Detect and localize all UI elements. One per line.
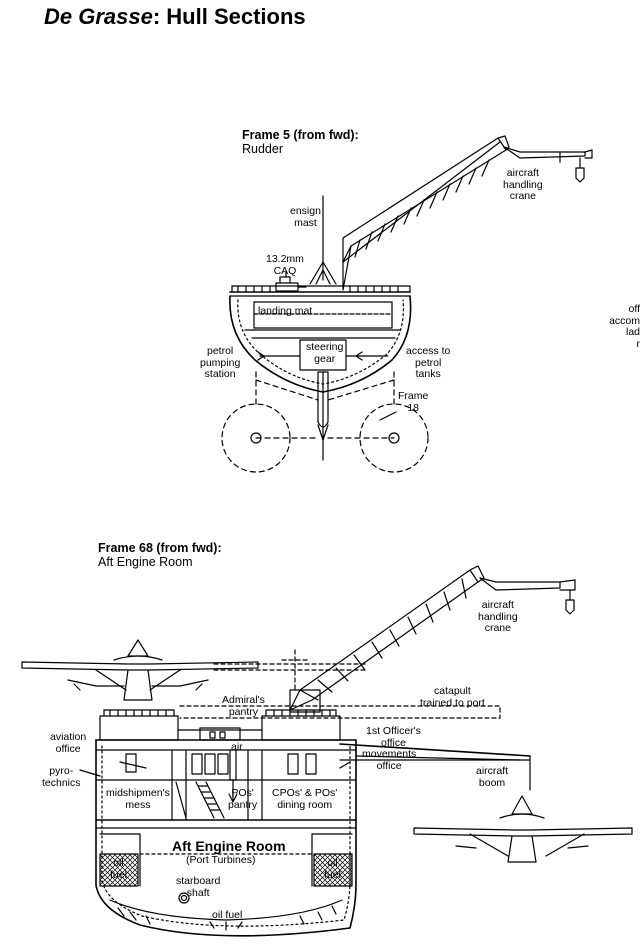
frame68-left-seaplane (21, 639, 259, 701)
frame5-label-crane: aircraft handling crane (503, 167, 543, 202)
frame68-label-crane: aircraft handling crane (478, 599, 518, 634)
frame68-label-starboard-shaft: starboard shaft (176, 875, 221, 899)
frame68-section (21, 565, 633, 937)
frame68-label-midshipmen: midshipmen's mess (106, 787, 170, 811)
frame5-propellers (221, 371, 429, 473)
frame68-label-aircraft-boom: aircraft boom (476, 765, 509, 789)
frame68-label-admirals-pantry: Admiral's pantry (222, 694, 265, 718)
frame5-label-access-petrol: access to petrol tanks (406, 345, 451, 380)
frame68-label-movements-office: movements office (362, 748, 417, 772)
frame5-crane (342, 135, 593, 291)
frame5-label-cut-right: off accom lad r (609, 304, 640, 350)
frame5-label-ensign-mast: ensign mast (290, 205, 321, 229)
frame5-landing-mat (253, 301, 393, 329)
frame5-label-landing-mat: landing mat (258, 305, 313, 317)
frame68-label-engine-room: Aft Engine Room (172, 838, 286, 854)
frame5-rudder (317, 371, 329, 428)
frame68-heading: Frame 68 (from fwd):Aft Engine Room (98, 541, 222, 569)
frame5-heading: Frame 5 (from fwd):Rudder (242, 128, 359, 156)
frame68-label-oil-fuel-right: oil fuel (324, 857, 341, 881)
frame68-label-catapult: catapult trained to port (420, 685, 485, 709)
frame68-label-aviation-office: aviation office (50, 731, 87, 755)
frame68-label-pos-pantry: POs' pantry (228, 787, 258, 811)
frame68-aircraft-boom (339, 743, 531, 757)
frame68-boom-seaplane (413, 795, 633, 863)
frame68-oil-fuel-right (313, 853, 353, 887)
frame5-steering-gear (299, 339, 347, 371)
frame5-section (221, 135, 593, 473)
frame68-label-first-officer: 1st Officer's office (366, 725, 421, 749)
page-title: De Grasse: Hull Sections (44, 4, 306, 29)
frame5-label-frame18: Frame 18 (398, 390, 429, 414)
frame68-starboard-shaft (178, 892, 190, 904)
frame68-label-cpos-dining: CPOs' & POs' dining room (272, 787, 338, 811)
frame5-label-caq: 13.2mm CAQ (266, 253, 304, 277)
frame5-caq-gun (275, 271, 307, 292)
frame68-label-port-turbines: (Port Turbines) (186, 854, 256, 866)
frame5-label-steering-gear: steering gear (306, 341, 344, 365)
frame68-oil-fuel-left (99, 853, 139, 887)
frame68-label-air: air (231, 741, 243, 753)
frame5-label-petrol-pumping: petrol pumping station (200, 345, 241, 380)
frame68-label-oil-fuel-bottom: oil fuel (212, 909, 243, 921)
frame68-label-pyrotechnics: pyro- technics (42, 765, 81, 789)
frame68-label-oil-fuel-left: oil fuel (110, 857, 127, 881)
frame68-crane (289, 565, 576, 711)
